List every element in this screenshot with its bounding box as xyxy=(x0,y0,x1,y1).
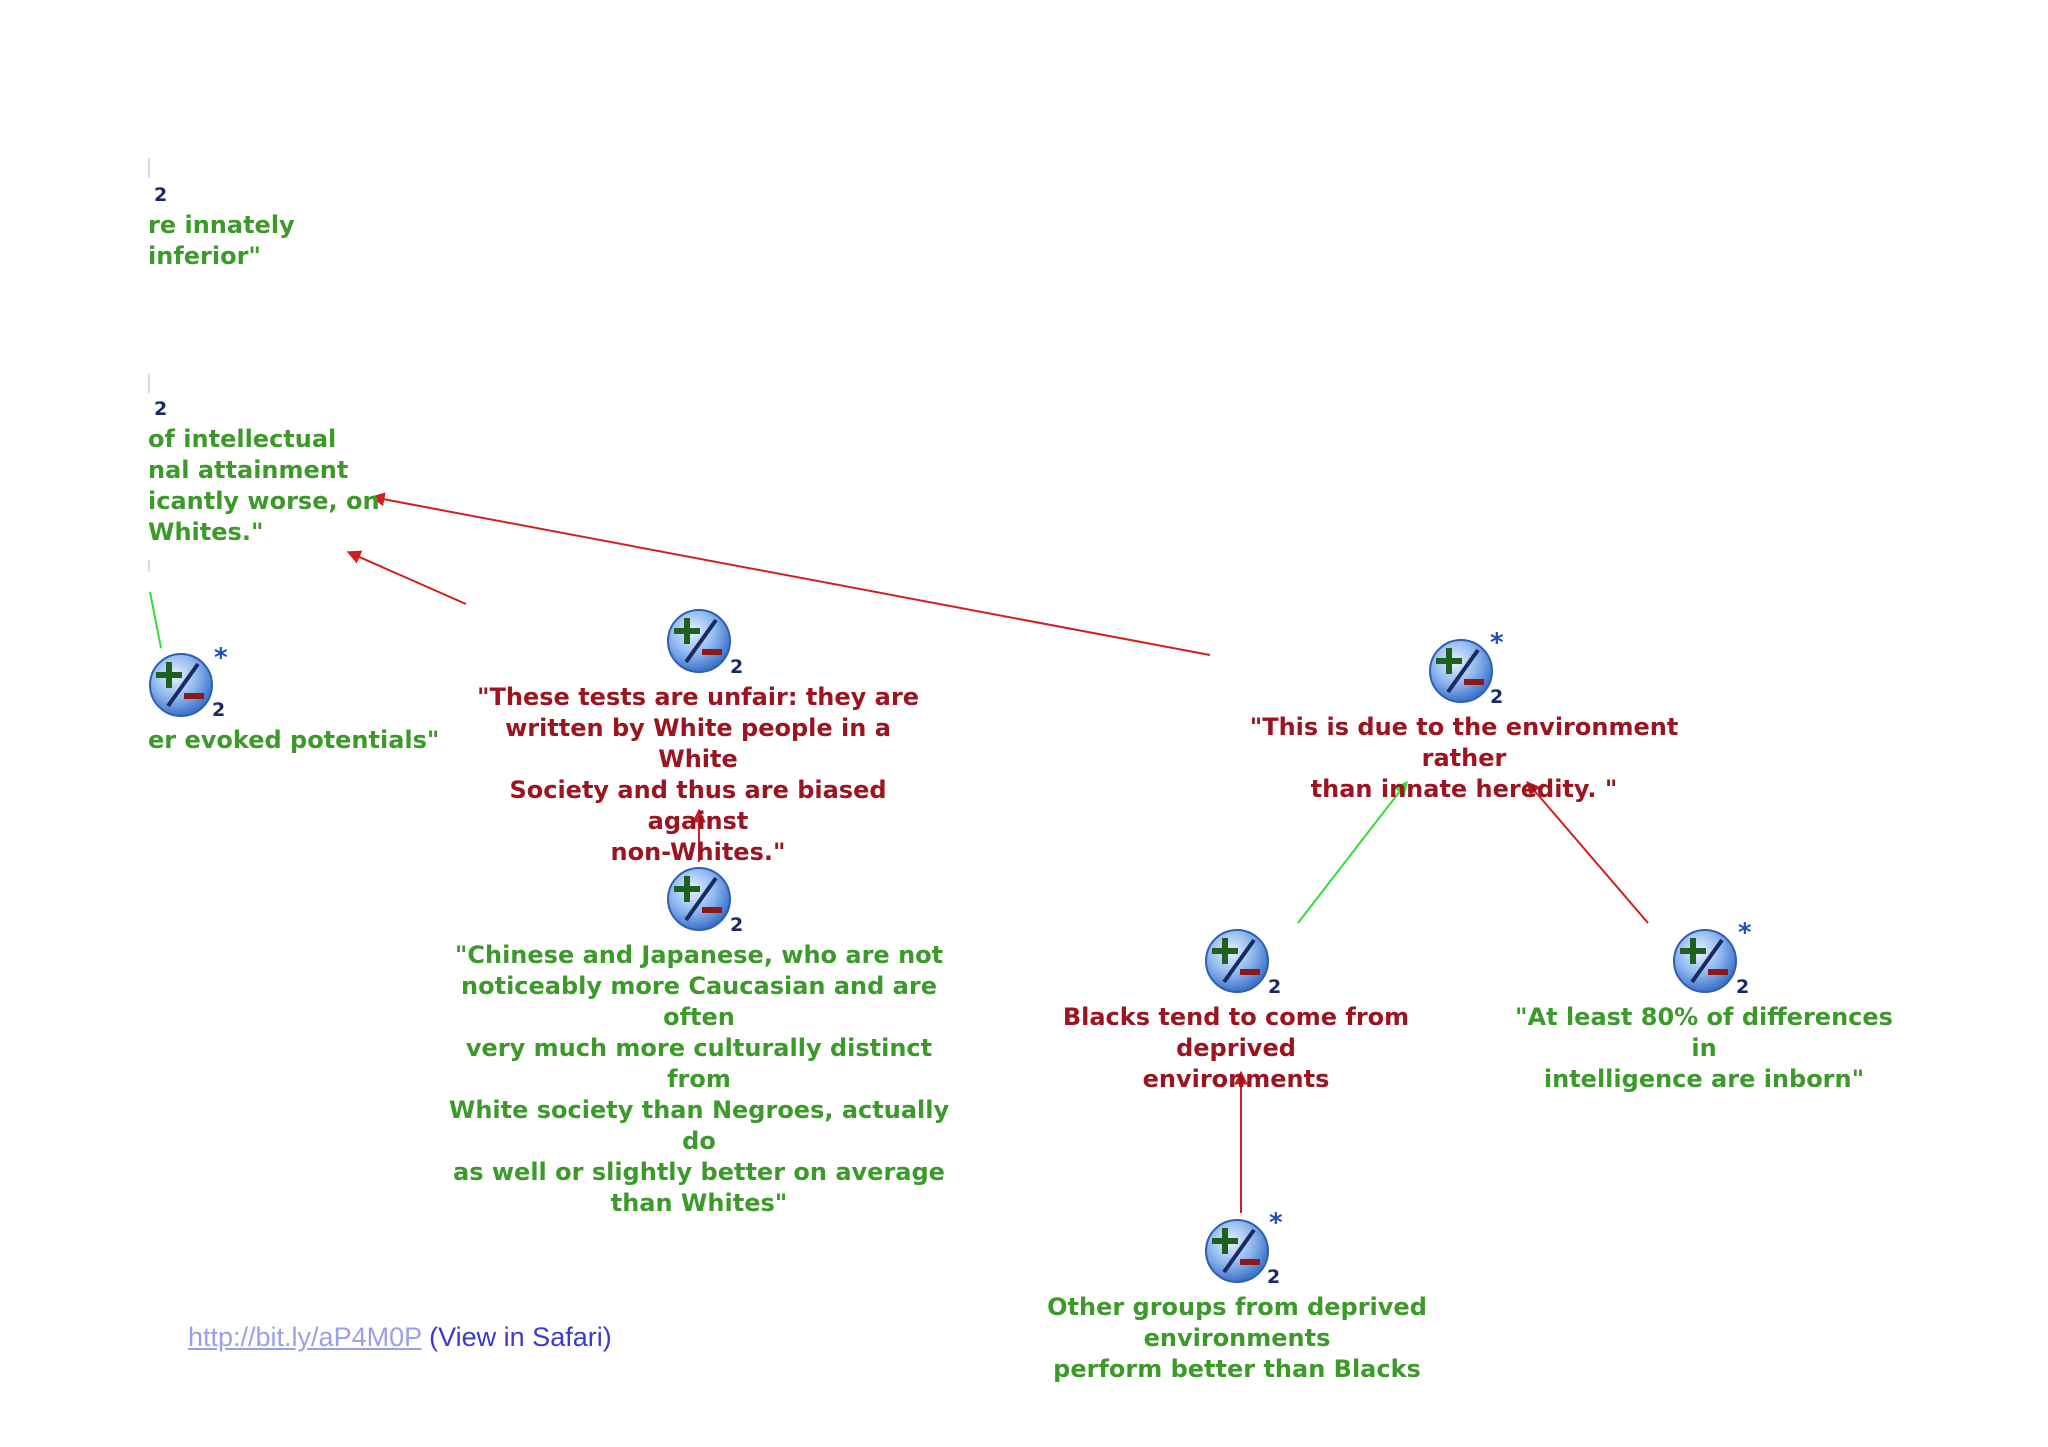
node-count: 2 xyxy=(730,914,744,936)
node-star: * xyxy=(1738,918,1752,948)
clip-edge xyxy=(148,373,150,393)
edge-inborn-to-environment xyxy=(1526,780,1649,924)
node-text: "At least 80% of differences in intellig… xyxy=(1515,1003,1893,1093)
node-count: 2 xyxy=(730,656,744,678)
plus-minus-icon xyxy=(667,609,731,673)
edge-potentials-to-left xyxy=(149,591,162,649)
node-text: of intellectual nal attainment icantly w… xyxy=(148,425,380,546)
edge-tests-to-left xyxy=(346,550,467,605)
node-text: Blacks tend to come from deprived enviro… xyxy=(1062,1003,1410,1093)
node-count: 2 xyxy=(1267,1266,1281,1288)
plus-minus-icon xyxy=(1205,929,1269,993)
node-text: "These tests are unfair: they are writte… xyxy=(477,683,919,866)
plus-minus-icon xyxy=(1673,929,1737,993)
node-count: 2 xyxy=(154,398,168,420)
footer-link: http://bit.ly/aP4M0P (View in Safari) xyxy=(188,1322,612,1353)
node-star: * xyxy=(1490,628,1504,658)
node-star: * xyxy=(1269,1208,1283,1238)
node-star: * xyxy=(214,643,228,673)
short-url-link[interactable]: http://bit.ly/aP4M0P xyxy=(188,1322,422,1352)
edge-deprived-to-environment xyxy=(1297,780,1408,924)
view-in-safari-text: (View in Safari) xyxy=(421,1322,612,1352)
plus-minus-icon xyxy=(1205,1219,1269,1283)
node-text: "This is due to the environment rather t… xyxy=(1249,713,1679,803)
plus-minus-icon xyxy=(667,867,731,931)
clip-edge xyxy=(148,560,150,572)
node-count: 2 xyxy=(1490,686,1504,708)
node-count: 2 xyxy=(1268,976,1282,998)
node-count: 2 xyxy=(212,699,226,721)
plus-minus-icon xyxy=(1429,639,1493,703)
node-text: "Chinese and Japanese, who are not notic… xyxy=(448,941,950,1217)
node-count: 2 xyxy=(154,184,168,206)
clip-edge xyxy=(148,158,150,178)
plus-minus-icon xyxy=(149,653,213,717)
node-text: Other groups from deprived environments … xyxy=(1047,1293,1427,1383)
node-text: er evoked potentials" xyxy=(148,726,440,754)
edge-environment-to-left xyxy=(370,492,1211,656)
node-text: re innately inferior" xyxy=(148,211,295,270)
node-count: 2 xyxy=(1736,976,1750,998)
